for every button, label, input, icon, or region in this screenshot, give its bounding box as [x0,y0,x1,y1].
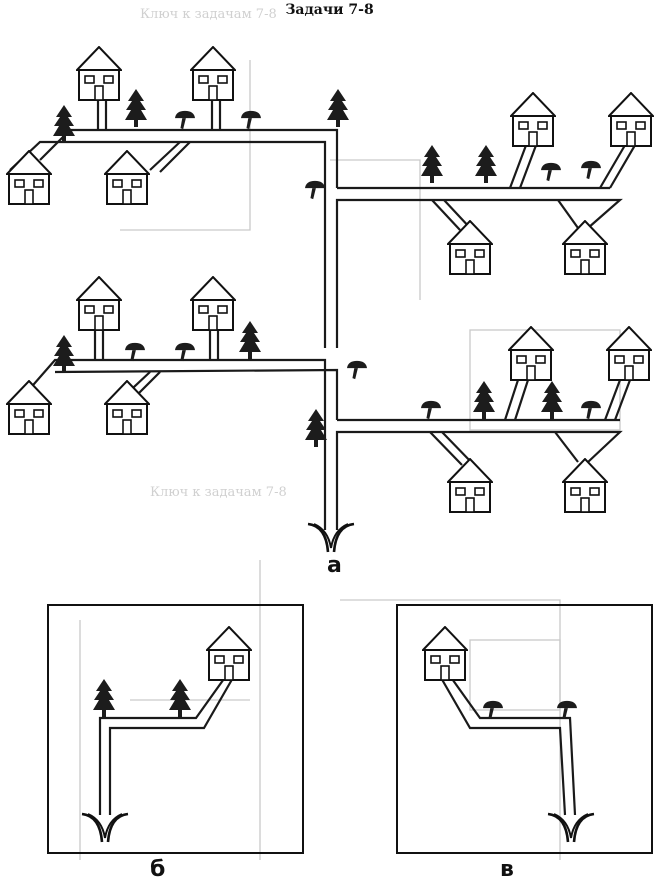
house-icon [76,276,122,331]
tree-icon [541,381,563,419]
house-icon [206,626,252,681]
svg-text:Ключ к задачам 7-8: Ключ к задачам 7-8 [140,7,277,22]
house-icon [76,46,122,101]
page-title: Задачи 7-8 [285,2,374,18]
house-icon [6,380,52,435]
house-icon [190,46,236,101]
house-icon [510,92,556,147]
mushroom-icon [175,342,195,362]
tree-icon [53,105,75,143]
house-icon [6,150,52,205]
tree-icon [475,145,497,183]
diagram-label-b: б [150,857,166,882]
house-icon [562,220,608,275]
mushroom-icon [541,162,561,182]
house-icon [508,326,554,381]
fork-icon [306,522,356,554]
mushroom-icon [175,110,195,130]
house-icon [447,220,493,275]
panel-v [396,604,653,854]
tree-icon [125,89,147,127]
tree-icon [93,679,115,717]
tree-icon [473,381,495,419]
background-faint-diagram: Ключ к задачам 7-8 Ключ к задачам 7-8 [79,7,621,860]
house-icon [608,92,654,147]
mushroom-icon [581,160,601,180]
mushroom-icon [581,400,601,420]
fork-icon [80,812,130,844]
diagram-label-a: а [327,553,342,578]
house-icon [562,458,608,513]
house-icon [104,150,150,205]
tree-icon [327,89,349,127]
tree-icon [421,145,443,183]
tree-icon [53,335,75,373]
mushroom-icon [241,110,261,130]
house-icon [422,626,468,681]
mushroom-icon [347,360,367,380]
house-icon [606,326,652,381]
tree-icon [169,679,191,717]
tree-icon [239,321,261,359]
house-icon [190,276,236,331]
fork-icon [546,812,596,844]
mushroom-icon [421,400,441,420]
panel-b [47,604,304,854]
svg-text:Ключ к задачам 7-8: Ключ к задачам 7-8 [150,485,287,500]
mushroom-icon [125,342,145,362]
diagram-label-v: в [500,857,514,882]
mushroom-icon [305,180,325,200]
house-icon [447,458,493,513]
tree-icon [305,409,327,447]
